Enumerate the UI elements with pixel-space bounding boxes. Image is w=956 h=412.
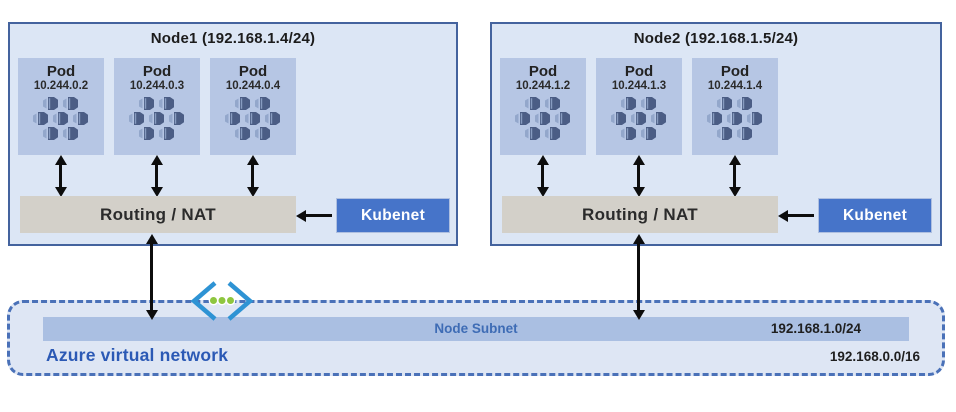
pod-containers-icon [515,97,570,140]
pod-ip: 10.244.1.4 [707,80,763,92]
node2-pod1-box: Pod 10.244.1.2 [500,58,586,155]
pod-containers-icon [611,97,666,140]
pod-label: Pod [528,63,558,80]
node2-title: Node2 (192.168.1.5/24) [633,30,799,47]
node-subnet-label: Node Subnet [434,321,518,336]
node2-pod3-box: Pod 10.244.1.4 [692,58,778,155]
pod-containers-icon [225,97,280,140]
pod3-routing-arrow [251,165,254,187]
node1-routing-nat-bar: Routing / NAT [20,196,296,233]
azure-virtual-network-label: Azure virtual network [46,345,229,365]
pod-containers-icon [129,97,184,140]
node1-pod1-box: Pod 10.244.0.2 [18,58,104,155]
node1-title: Node1 (192.168.1.4/24) [150,30,316,47]
node1-subnet-arrow [150,244,153,310]
node1-pod3-box: Pod 10.244.0.4 [210,58,296,155]
pod-label: Pod [46,63,76,80]
node2-kubenet-box: Kubenet [818,198,932,233]
node2-pod2-box: Pod 10.244.1.3 [596,58,682,155]
pod3-routing-arrow [733,165,736,187]
pod2-routing-arrow [155,165,158,187]
node2-routing-nat-bar: Routing / NAT [502,196,778,233]
pod2-routing-arrow [637,165,640,187]
node2-box: Node2 (192.168.1.5/24) Pod 10.244.1.2 Po… [490,22,942,246]
pod-label: Pod [624,63,654,80]
node-subnet-cidr: 192.168.1.0/24 [770,321,861,336]
azure-virtual-network-cidr: 192.168.0.0/16 [829,349,920,364]
node1-pod2-box: Pod 10.244.0.3 [114,58,200,155]
pod-ip: 10.244.1.3 [611,80,667,92]
virtual-network-brackets-icon [190,281,254,321]
pod-ip: 10.244.0.4 [225,80,281,92]
kubenet-to-routing-arrow [788,214,814,217]
node1-box: Node1 (192.168.1.4/24) Pod 10.244.0.2 Po… [8,22,458,246]
node1-kubenet-box: Kubenet [336,198,450,233]
pod-label: Pod [142,63,172,80]
kubenet-to-routing-arrow [306,214,332,217]
node-subnet-band: Node Subnet 192.168.1.0/24 [43,317,909,341]
pod-label: Pod [238,63,268,80]
node2-subnet-arrow [637,244,640,310]
pod-containers-icon [707,97,762,140]
pod1-routing-arrow [541,165,544,187]
pod-label: Pod [720,63,750,80]
pod-ip: 10.244.0.2 [33,80,89,92]
pod-ip: 10.244.0.3 [129,80,185,92]
pod-containers-icon [33,97,88,140]
pod1-routing-arrow [59,165,62,187]
pod-ip: 10.244.1.2 [515,80,571,92]
azure-virtual-network-box: Node Subnet 192.168.1.0/24 Azure virtual… [7,300,945,376]
